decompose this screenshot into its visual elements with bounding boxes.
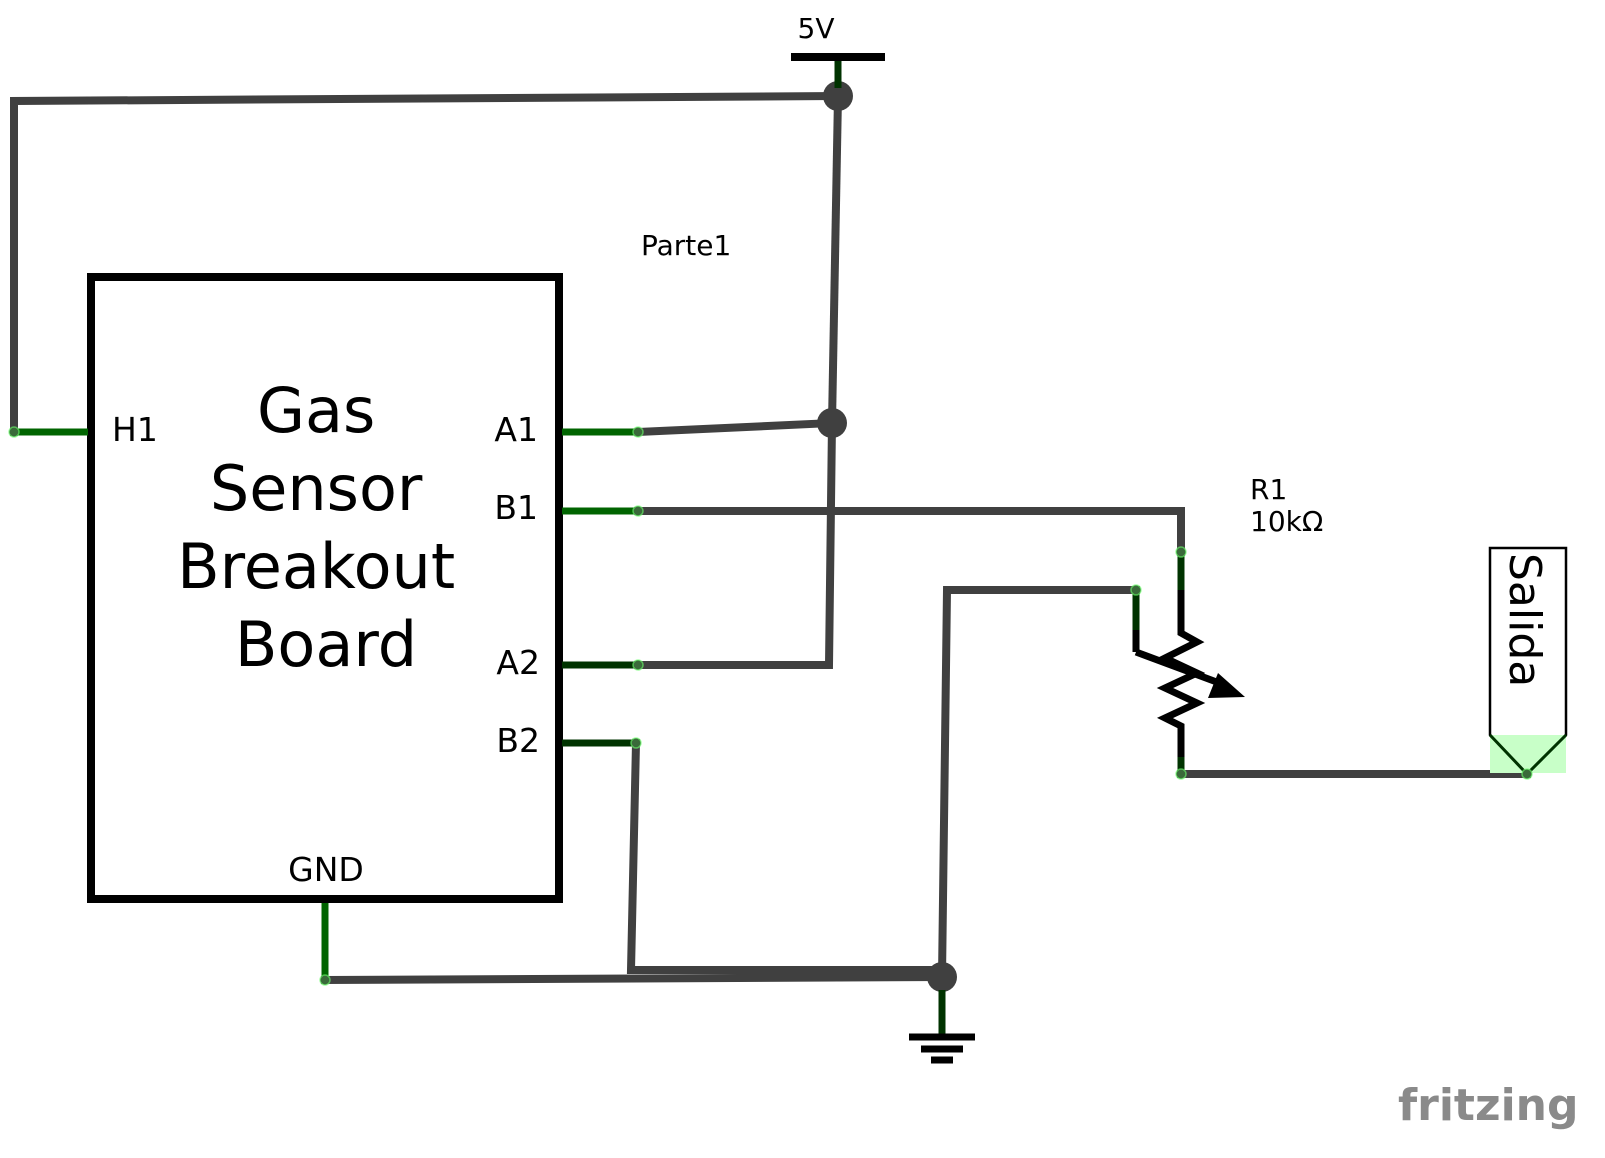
pin-h1-label: H1 bbox=[112, 410, 158, 449]
r1-top-end bbox=[1175, 546, 1187, 558]
resistor-zigzag-icon bbox=[1156, 590, 1206, 757]
port-tip-right bbox=[1525, 733, 1568, 776]
pin-gnd[interactable]: GND bbox=[288, 850, 364, 986]
pin-h1[interactable]: H1 bbox=[8, 410, 158, 449]
pin-b1[interactable]: B1 bbox=[494, 488, 644, 527]
pin-h1-end bbox=[8, 426, 20, 438]
junction-5v bbox=[823, 81, 853, 111]
port-tip-left bbox=[1488, 733, 1529, 776]
port-label: Salida bbox=[1499, 553, 1550, 687]
gas-sensor-board[interactable]: Gas Sensor Breakout Board H1 A1 B1 A2 bbox=[8, 273, 644, 986]
power-label: 5V bbox=[798, 12, 835, 45]
pin-a1-end bbox=[632, 426, 644, 438]
pin-a2[interactable]: A2 bbox=[496, 643, 644, 682]
adjust-arrow-shaft-icon bbox=[1134, 648, 1224, 688]
sensor-title: Gas Sensor Breakout Board bbox=[177, 374, 475, 681]
ground-symbol[interactable] bbox=[909, 990, 975, 1064]
r1-ref-label: R1 bbox=[1250, 473, 1287, 506]
junctions bbox=[817, 81, 957, 992]
wire-b2-gnd[interactable] bbox=[626, 738, 946, 974]
pin-a1-label: A1 bbox=[494, 410, 538, 449]
potentiometer-r1[interactable]: R1 10kΩ bbox=[1130, 473, 1323, 780]
port-end bbox=[1521, 768, 1533, 780]
junction-a1 bbox=[817, 408, 847, 438]
pin-gnd-end bbox=[319, 974, 331, 986]
wire-gnd-pin[interactable] bbox=[320, 972, 947, 985]
pin-b1-end bbox=[632, 505, 644, 517]
pin-b2[interactable]: B2 bbox=[496, 721, 642, 760]
wire-5v-to-h1[interactable] bbox=[10, 91, 843, 436]
wire-a1[interactable] bbox=[633, 418, 837, 437]
pin-b2-end bbox=[630, 737, 642, 749]
wires bbox=[10, 91, 1531, 985]
power-5v-symbol[interactable]: 5V bbox=[791, 12, 885, 88]
pin-gnd-label: GND bbox=[288, 850, 364, 889]
r1-value-label: 10kΩ bbox=[1250, 505, 1323, 538]
pin-b2-label: B2 bbox=[496, 721, 540, 760]
adjust-arrow-head-icon bbox=[1208, 673, 1245, 698]
pin-a1[interactable]: A1 bbox=[494, 410, 644, 449]
pin-a2-end bbox=[632, 659, 644, 671]
sensor-outline bbox=[87, 273, 563, 903]
part-label: Parte1 bbox=[641, 229, 731, 262]
r1-wiper-end bbox=[1130, 584, 1142, 596]
pin-a2-label: A2 bbox=[496, 643, 540, 682]
junction-gnd bbox=[927, 962, 957, 992]
port-highlight bbox=[1490, 735, 1566, 773]
wire-5v-vertical[interactable] bbox=[827, 91, 843, 428]
wire-b1-r1[interactable] bbox=[634, 507, 1185, 556]
wire-a2[interactable] bbox=[634, 418, 837, 669]
output-port-salida[interactable]: Salida bbox=[1488, 546, 1568, 780]
pin-b1-label: B1 bbox=[494, 488, 538, 527]
wire-wiper-gnd[interactable] bbox=[937, 586, 1140, 982]
fritzing-logo: fritzing bbox=[1398, 1080, 1578, 1131]
r1-bottom-end bbox=[1175, 768, 1187, 780]
